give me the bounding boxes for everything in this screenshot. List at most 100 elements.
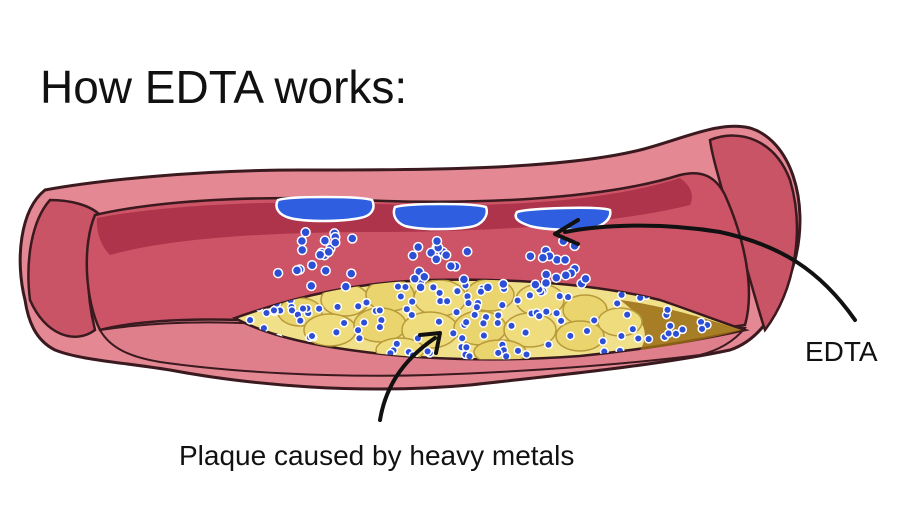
edta-molecule-1 [275,195,375,223]
heavy-metal-particle [513,346,523,356]
edta-particle [498,278,509,290]
arrow-to-plaque-head [418,331,442,355]
edta-particle [530,279,541,290]
heavy-metal-particle [287,305,297,315]
edta-particle [540,269,552,280]
heavy-metal-particle [375,305,385,315]
edta-particle [431,254,442,265]
heavy-metal-particle [396,291,406,302]
heavy-metal-particle [644,334,654,344]
arrow-to-edta-head [553,218,580,246]
heavy-metal-particle [493,310,503,320]
heavy-metal-particle [521,349,532,360]
edta-particle [540,277,552,289]
heavy-metal-particle [261,308,272,318]
edta-particle [537,252,549,263]
heavy-metal-particle [361,297,372,308]
edta-particle [560,270,572,281]
heavy-metal-particle [555,291,565,301]
heavy-metal-particle [497,300,507,310]
heavy-metal-particle [407,297,417,307]
heavy-metal-particle [331,327,341,337]
heavy-metal-particle [664,328,674,338]
heavy-metal-particle [598,336,608,346]
heavy-metal-particle [434,317,444,327]
edta-particle [314,249,326,261]
heavy-metal-particle [665,321,675,331]
edta-particle [551,272,562,283]
heavy-metal-particle [463,298,474,308]
edta-particle [291,265,303,276]
edta-particle [462,246,473,257]
edta-particle [440,249,452,261]
heavy-metal-particle [245,315,255,325]
heavy-metal-particle [633,333,643,344]
arrow-to-plaque [378,336,437,422]
edta-particle [559,254,571,266]
edta-particle [306,280,317,292]
edta-label: EDTA [805,336,878,367]
heavy-metal-particle [333,302,343,312]
plaque-label: Plaque caused by heavy metals [179,440,575,471]
edta-particle [431,235,443,247]
heavy-metal-particle [461,342,471,352]
edta-particle [272,267,284,279]
heavy-metal-particle [541,307,551,317]
heavy-metal-particle [461,317,471,327]
heavy-metal-particle [448,328,458,338]
edta-particle [525,250,536,262]
edta-particle [412,241,424,253]
edta-particles [272,227,591,293]
heavy-metal-particle [428,282,438,292]
edta-particle [346,268,357,279]
arrow-to-edta [563,223,857,322]
edta-particle [458,274,470,285]
edta-particle [320,265,331,276]
heavy-metal-particle [393,282,403,292]
heavy-metal-particle [612,298,622,308]
heavy-metal-particle [314,304,324,314]
heavy-metal-particle [563,292,573,302]
edta-particle [409,273,421,284]
edta-particle [580,273,591,284]
edta-particle [319,235,331,246]
heavy-metal-particle [452,307,462,317]
heavy-metal-particle [423,346,433,356]
heavy-metal-particle [677,325,688,335]
heavy-metal-particle [565,331,575,341]
heavy-metal-particle [501,351,511,360]
edta-particle [323,246,334,258]
edta-particle [296,244,308,256]
heavy-metal-particle [589,315,599,325]
heavy-metal-particle [582,326,592,336]
heavy-metal-particle [479,331,489,341]
heavy-metal-particle [493,318,503,328]
heavy-metal-particle [697,324,707,334]
heavy-metal-particle [628,324,638,334]
heavy-metal-particle [521,328,531,338]
heavy-metal-particle [552,308,562,318]
page-title: How EDTA works: [40,61,408,113]
heavy-metal-particle [452,286,462,296]
heavy-metal-particle [457,333,467,343]
edta-particle [296,235,308,247]
edta-particle [445,260,457,272]
heavy-metal-particle [506,321,517,331]
heavy-metal-particle [534,311,544,321]
edta-particle [306,259,318,271]
heavy-metal-particle [392,339,402,349]
edta-particle [347,233,358,244]
heavy-metal-particle [616,331,626,341]
edta-particle [330,237,341,248]
heavy-metal-particle [375,322,385,332]
heavy-metal-particle [543,340,554,350]
heavy-metal-particle [493,348,503,358]
edta-particle [419,271,430,283]
heavy-metal-particle [472,302,482,312]
heavy-metal-particle [622,310,632,320]
heavy-metal-particle [513,295,523,306]
heavy-metal-particle [662,305,673,315]
heavy-metal-particle [298,304,308,314]
